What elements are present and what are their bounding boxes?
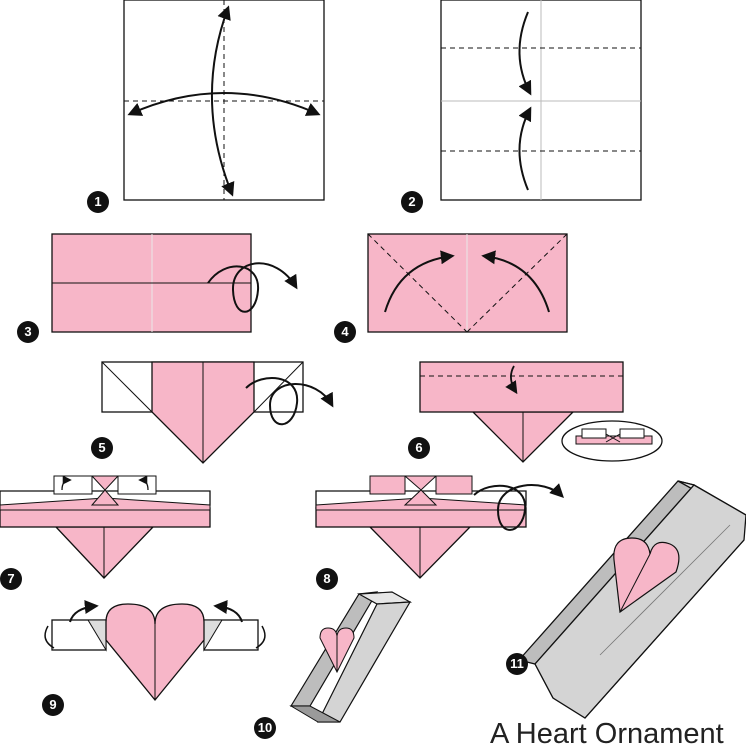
step-number-4: 4 <box>334 321 356 343</box>
step-7-figure <box>0 475 211 579</box>
step-1-figure <box>123 0 325 201</box>
step-10-figure <box>289 591 413 723</box>
step-number-1: 1 <box>87 191 109 213</box>
step-number-10: 10 <box>254 717 276 739</box>
fold-arrow <box>384 250 455 313</box>
fold-arrow <box>211 5 235 197</box>
turn-over-arrow <box>207 262 298 313</box>
step-2-figure <box>440 0 642 201</box>
diagram-title: A Heart Ornament <box>490 718 724 750</box>
step-3-figure <box>51 233 298 333</box>
step-number-7: 7 <box>0 568 22 590</box>
turn-over-arrow <box>473 483 564 531</box>
turn-over-arrow <box>245 377 334 426</box>
step-number-11: 11 <box>506 653 528 675</box>
step-9-figure <box>44 600 266 702</box>
step-4-figure <box>367 233 568 333</box>
fold-arrow <box>505 365 518 395</box>
fold-arrow <box>518 11 532 96</box>
step-11-figure <box>517 480 746 719</box>
step-number-9: 9 <box>42 694 64 716</box>
step-number-8: 8 <box>316 568 338 590</box>
step-6-figure <box>419 361 663 463</box>
step-number-5: 5 <box>91 437 113 459</box>
fold-arrow <box>481 250 550 313</box>
step-number-6: 6 <box>408 437 430 459</box>
step-number-2: 2 <box>401 191 423 213</box>
step-number-3: 3 <box>17 321 39 343</box>
fold-arrow <box>518 106 532 191</box>
step-8-figure <box>315 475 564 579</box>
step-5-figure <box>101 361 334 464</box>
